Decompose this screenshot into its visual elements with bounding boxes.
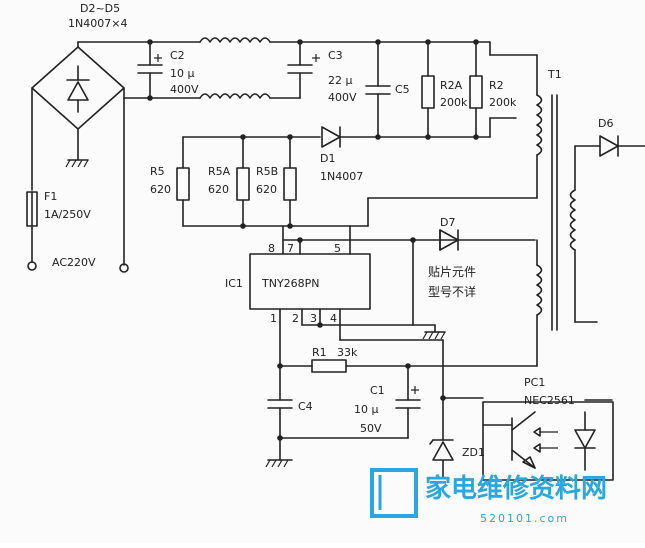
label-f1: F1 (44, 190, 57, 203)
label-pin1: 1 (270, 312, 277, 325)
label-d2-d5: D2~D5 (80, 2, 120, 15)
label-pin7: 7 (287, 242, 294, 255)
snubber-network (365, 39, 517, 140)
label-r2a-val: 200k (440, 96, 468, 109)
label-pin2: 2 (292, 312, 299, 325)
label-c3-cap: 22 μ (328, 74, 353, 87)
label-r5: R5 (150, 165, 165, 178)
label-c1-cap: 10 μ (354, 403, 379, 416)
label-c1-volt: 50V (360, 422, 382, 435)
capacitor-c3 (287, 39, 320, 99)
label-r5-val: 620 (150, 183, 171, 196)
label-d7: D7 (440, 216, 455, 229)
label-ac: AC220V (52, 256, 96, 269)
label-ic1: IC1 (225, 277, 243, 290)
main-rail (123, 41, 538, 99)
label-c4: C4 (298, 400, 313, 413)
label-zd1: ZD1 (462, 446, 485, 459)
label-c2: C2 (170, 49, 185, 62)
optocoupler-pc1 (482, 399, 614, 481)
label-t1: T1 (547, 68, 562, 81)
choke-inductor (199, 37, 271, 99)
label-r2a: R2A (440, 79, 463, 92)
label-c3: C3 (328, 49, 343, 62)
label-r5a: R5A (208, 165, 231, 178)
zener-zd1 (429, 395, 484, 479)
label-d7-note2: 型号不详 (428, 284, 476, 299)
label-r5b-val: 620 (256, 183, 277, 196)
diode-d7 (439, 229, 459, 251)
label-d7-note1: 贴片元件 (428, 265, 476, 279)
label-r2: R2 (489, 79, 504, 92)
transformer-t1 (182, 94, 645, 367)
label-d6: D6 (598, 117, 613, 130)
label-c5: C5 (395, 83, 410, 96)
label-r5a-val: 620 (208, 183, 229, 196)
label-d2-d5-part: 1N4007×4 (68, 17, 127, 30)
label-d1: D1 (320, 152, 335, 165)
label-ic1-part: TNY268PN (261, 277, 320, 290)
bridge-rectifier (31, 41, 151, 266)
label-pin3: 3 (310, 312, 317, 325)
label-pc1-part: NEC2561 (524, 394, 575, 407)
label-pc1: PC1 (524, 376, 545, 389)
label-r5b: R5B (256, 165, 278, 178)
watermark-url: 520101.com (480, 512, 569, 525)
label-d1-part: 1N4007 (320, 170, 363, 183)
label-c3-volt: 400V (328, 91, 357, 104)
ic-tny268pn (249, 225, 536, 399)
resistors-r5 (176, 134, 297, 229)
label-pin4: 4 (330, 312, 337, 325)
watermark: 家电维修资料网 520101.com (370, 468, 607, 525)
label-r2-val: 200k (489, 96, 517, 109)
label-c1: C1 (370, 384, 385, 397)
label-c2-volt: 400V (170, 83, 199, 96)
labels: D2~D5 1N4007×4 C2 10 μ 400V C3 22 μ 400V… (44, 2, 613, 459)
label-f1-val: 1A/250V (44, 208, 91, 221)
feedback-network (265, 359, 538, 468)
fuse-f1 (26, 191, 129, 273)
capacitor-c2 (137, 39, 163, 101)
diode-d1 (182, 126, 379, 148)
label-r1-val: 33k (337, 346, 358, 359)
watermark-title: 家电维修资料网 (425, 473, 607, 504)
label-pin5: 5 (334, 242, 341, 255)
label-c2-cap: 10 μ (170, 67, 195, 80)
label-pin8: 8 (268, 242, 275, 255)
label-r1: R1 (312, 346, 327, 359)
